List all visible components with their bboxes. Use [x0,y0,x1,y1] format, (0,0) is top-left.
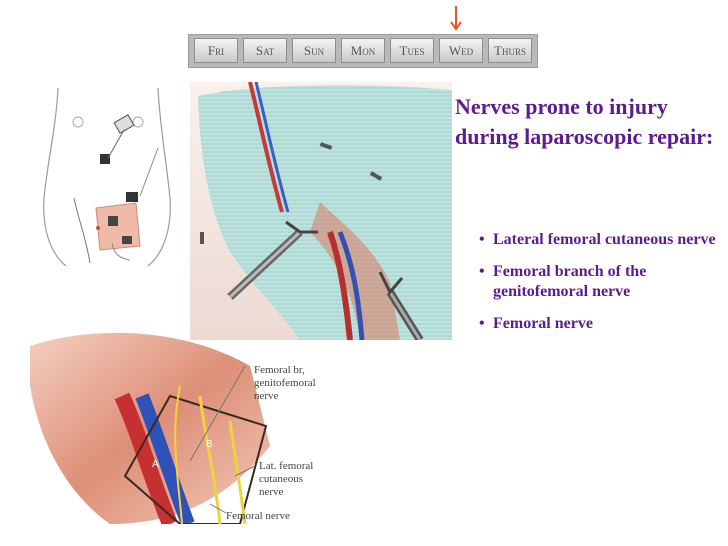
list-item: Femoral nerve [479,314,719,334]
femoral-branch-label: Femoral br, genitofemoral nerve [254,364,316,402]
tab-tues[interactable]: Tues [390,38,434,63]
list-item: Lateral femoral cutaneous nerve [479,230,719,250]
lateral-femoral-label: Lat. femoral cutaneous nerve [259,460,314,498]
marker-b-label: B [206,439,213,450]
femoral-nerve-label: Femoral nerve [226,510,290,522]
slide-title: Nerves prone to injury during laparoscop… [455,94,714,149]
tab-sun[interactable]: Sun [292,38,336,63]
nerve-list: Lateral femoral cutaneous nerve Femoral … [479,230,719,346]
tab-mon[interactable]: Mon [341,38,385,63]
marker-a-label: A [152,459,159,470]
tab-fri[interactable]: Fri [194,38,238,63]
laparoscopic-mesh-illustration [190,82,452,340]
patient-port-placement-illustration [38,88,178,268]
tab-wed[interactable]: Wed [439,38,483,63]
current-day-arrow-icon [450,6,462,31]
day-tab-bar: Fri Sat Sun Mon Tues Wed Thurs [188,34,538,68]
tab-thurs[interactable]: Thurs [488,38,532,63]
list-item: Femoral branch of the genitofemoral nerv… [479,262,719,302]
tab-sat[interactable]: Sat [243,38,287,63]
inguinal-anatomy-illustration [30,326,280,524]
